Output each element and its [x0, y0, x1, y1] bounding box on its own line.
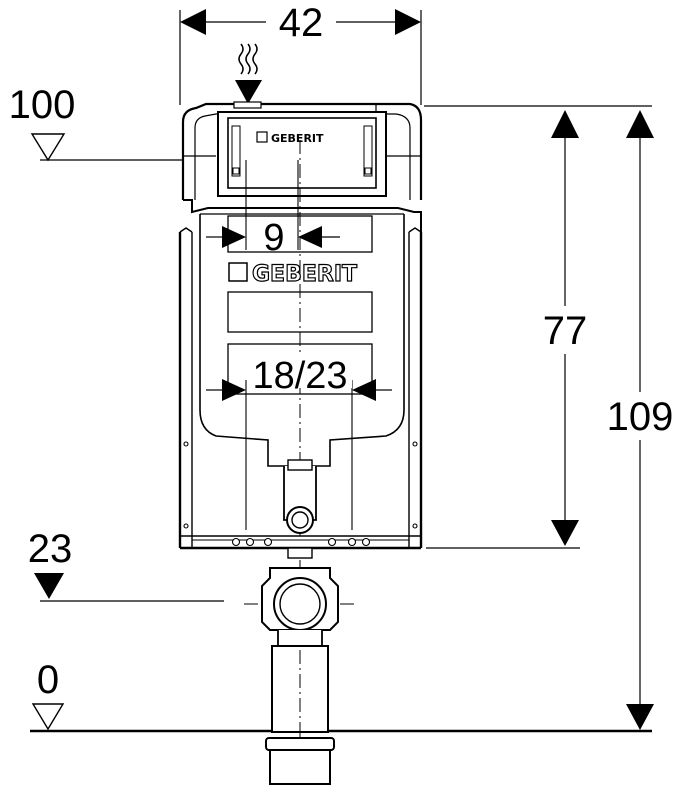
brand-square-icon	[228, 262, 248, 282]
open-triangle-level-icon	[30, 133, 66, 162]
frame-holes	[183, 441, 418, 547]
flush-width-label: 9	[263, 217, 284, 259]
level-floor-label: 0	[37, 658, 59, 702]
total-height-label: 109	[607, 395, 674, 439]
wavy-water-arrow-icon	[235, 43, 262, 104]
guide-lines	[245, 160, 353, 530]
connection-width-dimension: 18/23	[206, 354, 392, 401]
level-drain: 23	[28, 527, 73, 599]
level-top-label: 100	[9, 83, 76, 127]
total-height-dimension: 109	[600, 110, 680, 730]
level-floor: 0	[30, 658, 652, 733]
filled-triangle-level-icon	[34, 573, 64, 599]
width-dimension: 42	[180, 1, 421, 45]
brand-square-icon	[256, 131, 268, 143]
brand-logo-small: GEBERIT	[271, 132, 324, 145]
pipe-stub	[265, 737, 335, 785]
width-label: 42	[279, 1, 324, 45]
drain-pipe	[261, 547, 339, 760]
cistern-frame	[178, 101, 423, 550]
connection-width-label: 18/23	[252, 355, 347, 397]
flush-outlet	[283, 459, 317, 534]
actuator-plate: GEBERIT	[217, 111, 387, 197]
frame-height-dimension: 77	[537, 110, 593, 546]
extension-lines	[40, 10, 652, 602]
brand-logo: GEBERIT	[228, 261, 358, 288]
open-triangle-level-icon	[31, 703, 65, 731]
flush-width-dimension: 9	[206, 217, 340, 259]
frame-height-label: 77	[543, 309, 588, 353]
brand-logo-large: GEBERIT	[252, 262, 357, 287]
level-drain-label: 23	[28, 527, 73, 571]
level-top: 100	[9, 83, 76, 162]
